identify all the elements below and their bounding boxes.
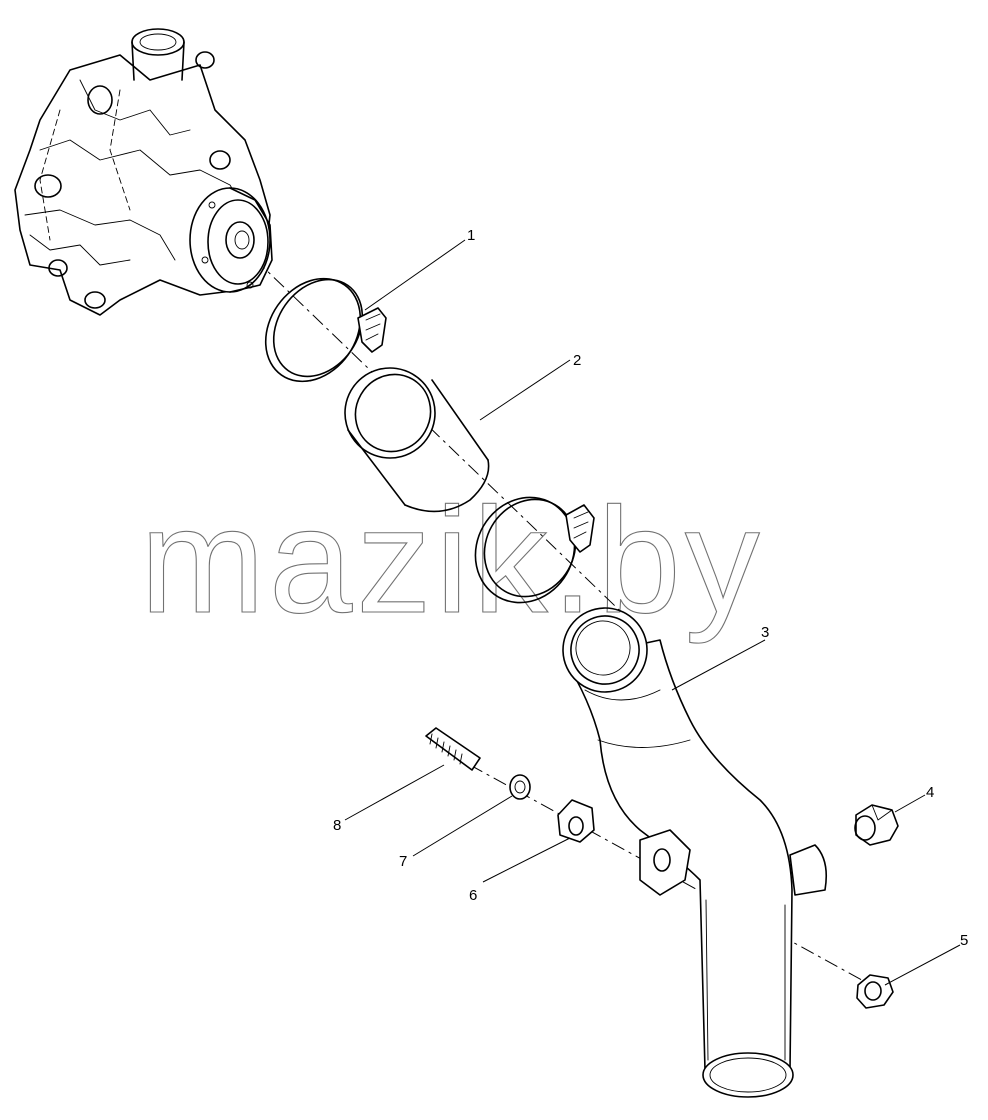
- union-fitting: [854, 804, 899, 846]
- washer: [509, 774, 531, 800]
- callout-5: 5: [960, 932, 968, 949]
- axis-lines: [234, 239, 881, 991]
- leader-lines: [344, 239, 961, 986]
- threaded-stud: [425, 727, 481, 771]
- water-pump-housing: [14, 28, 273, 316]
- hose-clamp-lower: [474, 496, 595, 604]
- hose-clamp-upper: [264, 277, 387, 383]
- callout-6: 6: [469, 887, 477, 904]
- rubber-sleeve: [344, 367, 490, 513]
- hex-nut: [856, 974, 894, 1009]
- callout-7: 7: [399, 853, 407, 870]
- callout-8: 8: [333, 817, 341, 834]
- callout-3: 3: [761, 624, 769, 641]
- water-pipe: [562, 607, 828, 1098]
- callout-2: 2: [573, 352, 581, 369]
- spacer-bushing: [557, 799, 595, 843]
- callout-1: 1: [467, 227, 475, 244]
- watermark-text: mazik.by: [140, 476, 764, 644]
- callout-labels: 1 2 3 4 5 6 7 8: [333, 227, 968, 949]
- callout-4: 4: [926, 784, 934, 801]
